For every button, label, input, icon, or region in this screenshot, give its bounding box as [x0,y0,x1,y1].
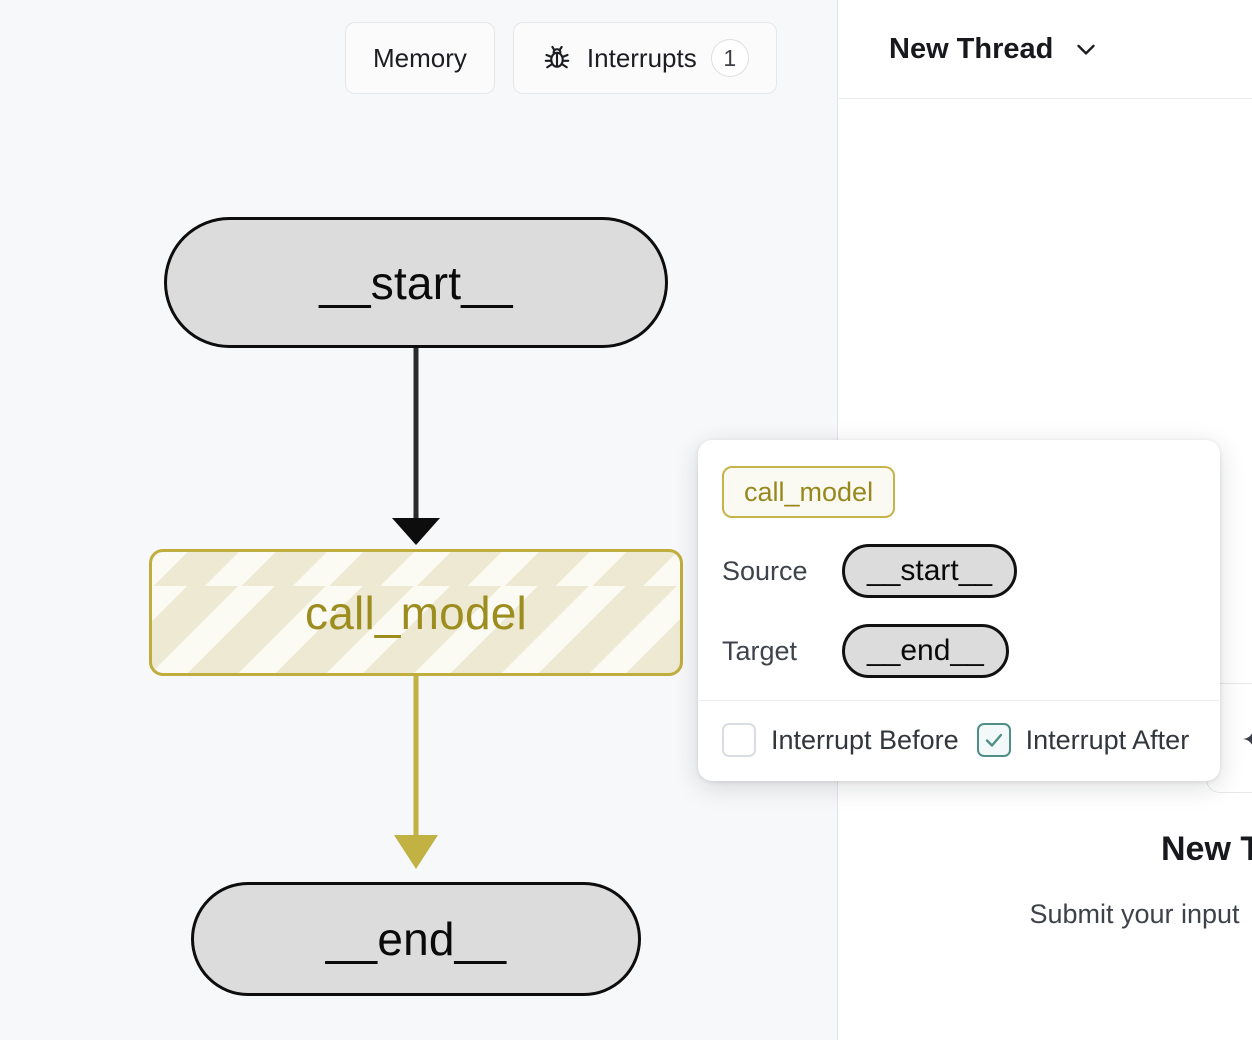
thread-title: New Thread [889,32,1054,65]
interrupt-after-box[interactable] [976,723,1011,757]
interrupts-button-label: Interrupts [586,42,697,73]
edge-arrowhead-gold [394,835,438,869]
popover-target-row: Target __end__ [722,624,1196,678]
source-label: Source [722,555,808,586]
memory-button[interactable]: Memory [345,22,495,94]
graph-node-call-model[interactable]: call_model [149,549,683,676]
node-detail-popover: call_model Source __start__ Target __end… [698,440,1220,781]
interrupt-after-label: Interrupt After [1025,724,1190,755]
target-label: Target [722,635,798,666]
empty-state-title: New T [1161,830,1252,868]
interrupts-count-badge: 1 [710,39,749,77]
interrupt-before-box[interactable] [722,723,756,757]
target-node-pill[interactable]: __end__ [842,624,1009,678]
edge-arrowhead-dark [392,518,440,545]
bug-icon [541,42,573,74]
thread-empty-state: New T Submit your input [839,830,1252,930]
interrupt-before-label: Interrupt Before [771,724,959,755]
interrupt-before-checkbox[interactable]: Interrupt Before [722,723,959,757]
source-node-pill[interactable]: __start__ [842,544,1018,598]
graph-toolbar: Memory Interrupts 1 [345,22,777,94]
graph-node-start[interactable]: __start__ [164,217,668,348]
popover-body: call_model Source __start__ Target __end… [698,440,1220,700]
thread-header: New Thread [839,0,1252,99]
more-options-icon[interactable]: ✦ [1241,726,1252,756]
popover-footer: Interrupt Before Interrupt After [698,700,1220,781]
popover-source-row: Source __start__ [722,544,1196,598]
interrupts-button[interactable]: Interrupts 1 [512,22,777,94]
memory-button-label: Memory [373,42,467,73]
interrupt-after-checkbox[interactable]: Interrupt After [976,723,1190,757]
popover-node-chip[interactable]: call_model [722,466,896,518]
chevron-down-icon[interactable] [1071,34,1101,64]
graph-node-end[interactable]: __end__ [191,882,641,996]
empty-state-subtitle: Submit your input [1029,899,1240,929]
